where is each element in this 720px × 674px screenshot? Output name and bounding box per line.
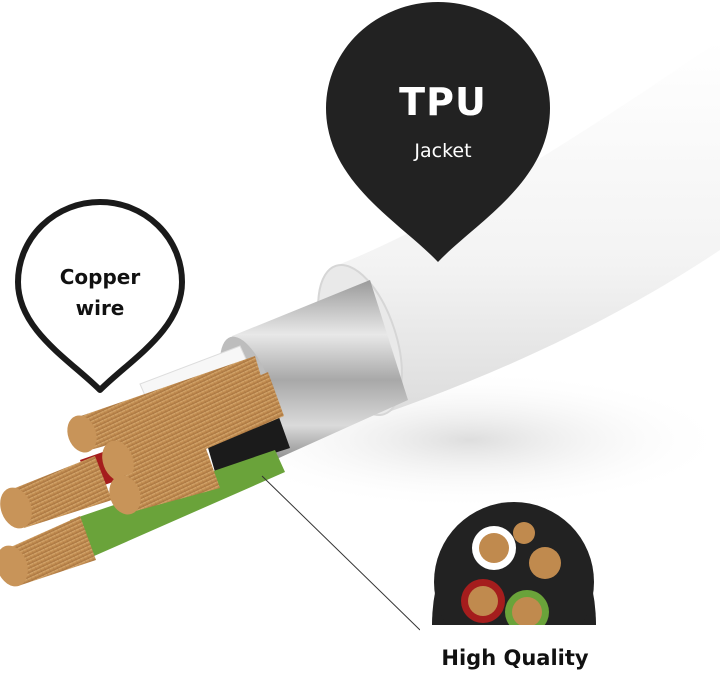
cross-section [420, 502, 610, 645]
copper-strand [10, 456, 112, 528]
copper-label-line1: Copper [59, 265, 141, 289]
inner-wires [0, 345, 290, 587]
copper-strand [110, 372, 284, 482]
tpu-title: TPU [399, 80, 487, 124]
copper-callout-pin [15, 199, 185, 393]
copper-label-line2: wire [75, 296, 125, 320]
copper-strand [118, 446, 220, 512]
leader-line [261, 475, 421, 631]
tpu-subtitle: Jacket [414, 140, 472, 162]
copper-strand [75, 356, 268, 450]
tpu-callout-pin [326, 2, 550, 262]
high-quality-label: High Quality [441, 646, 589, 670]
